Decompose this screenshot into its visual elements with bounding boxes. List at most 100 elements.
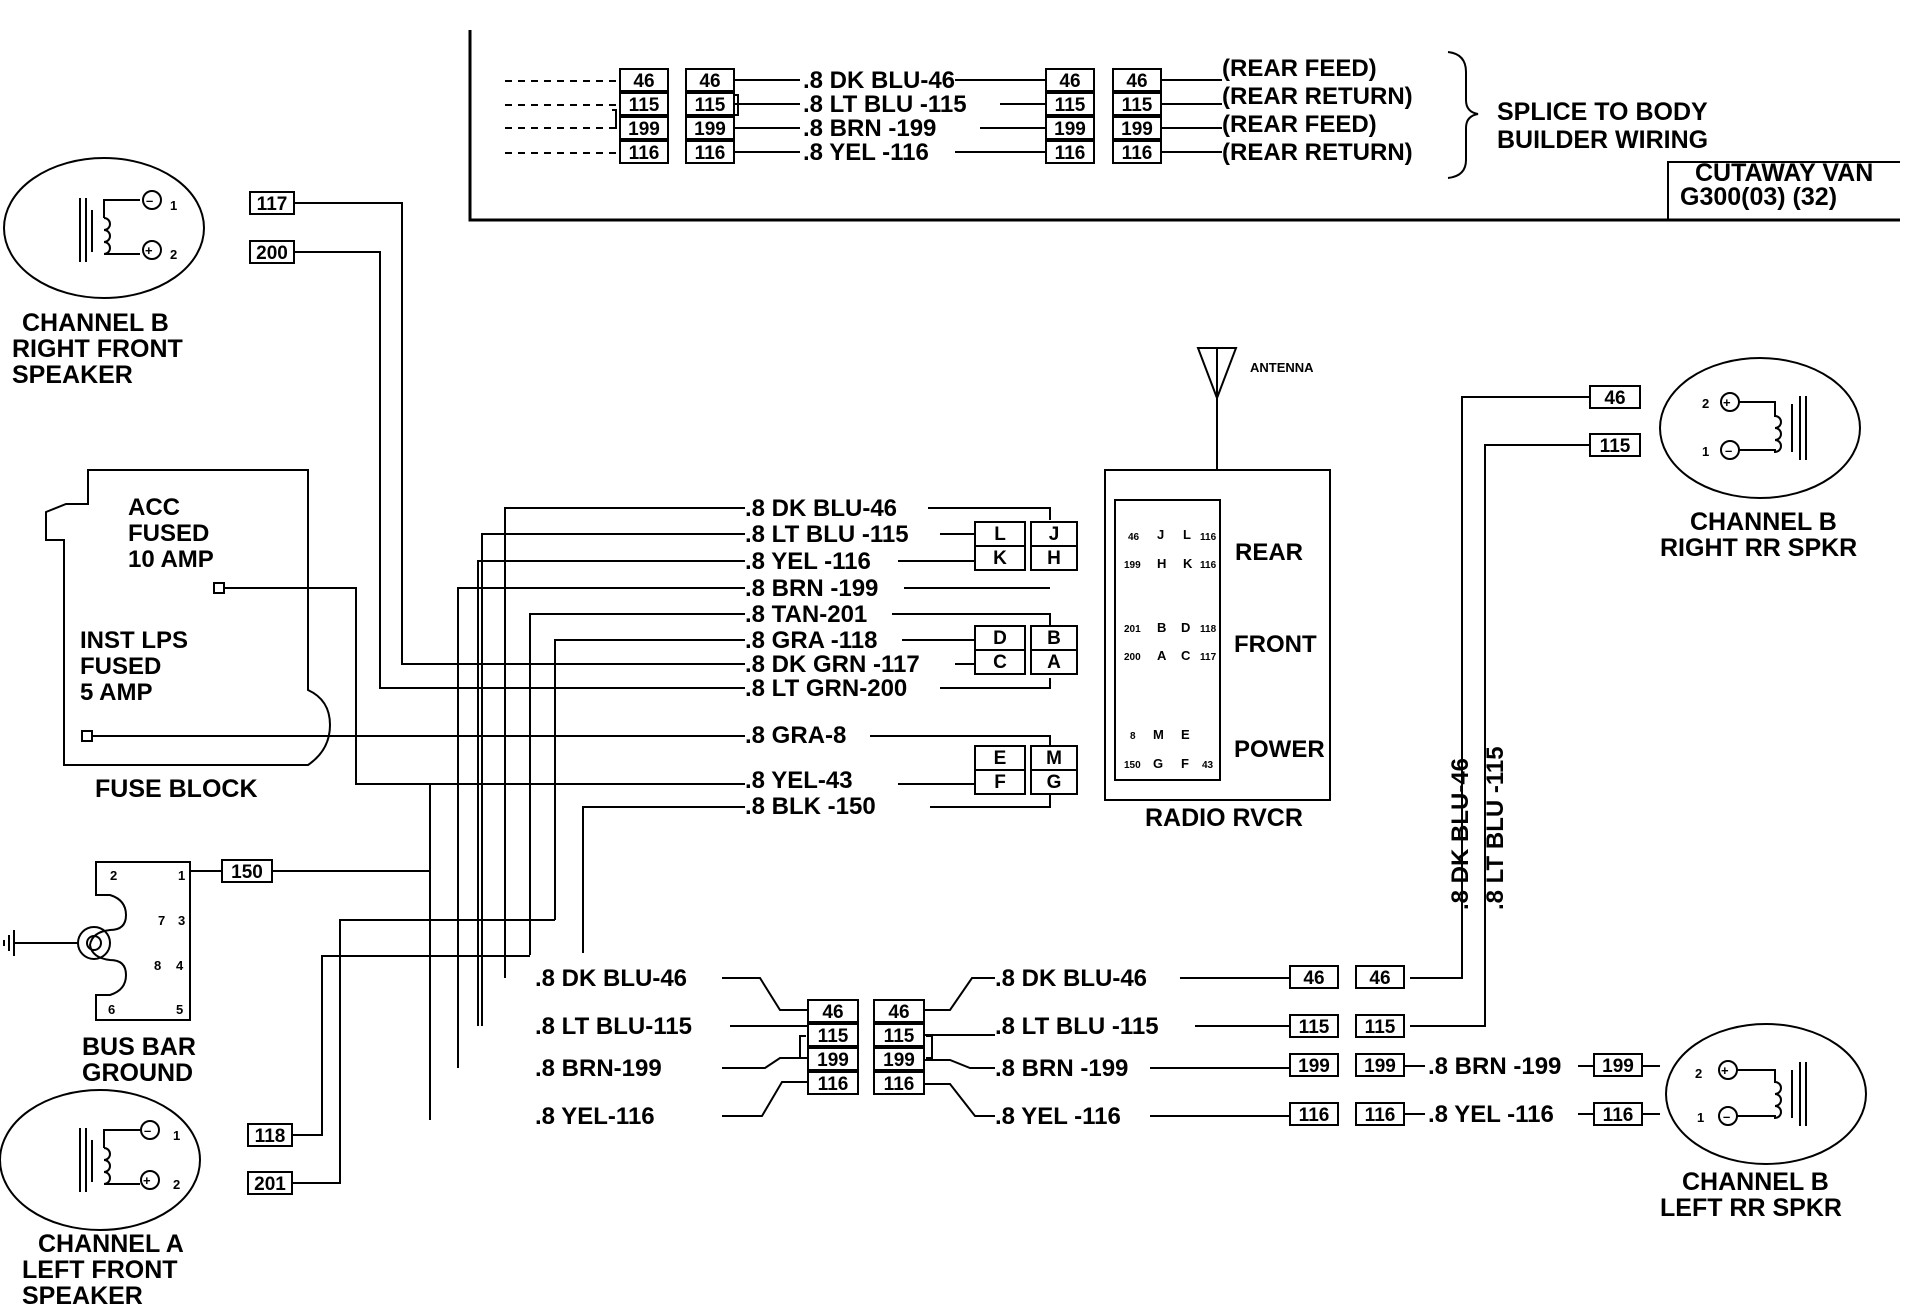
svg-text:46: 46 <box>699 71 720 92</box>
svg-text:F: F <box>994 772 1006 793</box>
svg-text:1: 1 <box>173 1128 180 1143</box>
svg-text:116: 116 <box>629 143 660 164</box>
svg-text:M: M <box>1153 727 1164 742</box>
speaker-rf-label-3: SPEAKER <box>12 361 133 389</box>
svg-text:1: 1 <box>170 198 177 213</box>
svg-text:115: 115 <box>1600 436 1631 457</box>
bus-bar-label-2: GROUND <box>82 1059 193 1087</box>
svg-text:46: 46 <box>1604 388 1625 409</box>
splice-text-1: SPLICE TO BODY <box>1497 98 1708 126</box>
inst-fuse-terminal <box>81 730 93 742</box>
svg-text:2: 2 <box>110 868 117 883</box>
svg-text:FUSED: FUSED <box>128 520 209 547</box>
svg-text:116: 116 <box>1299 1105 1330 1126</box>
svg-text:46: 46 <box>1059 71 1080 92</box>
svg-text:116: 116 <box>1200 560 1217 571</box>
top-note-46: (REAR FEED) <box>1222 55 1377 82</box>
svg-text:.8 BLK -150: .8 BLK -150 <box>745 793 876 820</box>
svg-text:116: 116 <box>1122 143 1153 164</box>
antenna-label: ANTENNA <box>1250 360 1314 375</box>
speaker-lr-magnet-icon <box>1791 1062 1807 1126</box>
svg-text:+: + <box>1721 1063 1729 1078</box>
speaker-left-front: – + 1 2 CHANNEL A LEFT FRONT SPEAKER <box>0 1089 201 1310</box>
svg-text:150: 150 <box>231 862 263 883</box>
svg-text:K: K <box>1183 556 1193 571</box>
svg-text:199: 199 <box>1121 119 1153 140</box>
svg-text:.8 GRA-8: .8 GRA-8 <box>745 722 846 749</box>
svg-text:118: 118 <box>1200 624 1217 635</box>
rr-vertical-wires <box>1410 396 1590 1027</box>
svg-text:2: 2 <box>170 247 177 262</box>
svg-text:150: 150 <box>1124 760 1141 771</box>
cutaway-label-2: G300(03) (32) <box>1680 183 1837 211</box>
radio-power-label: POWER <box>1234 736 1325 763</box>
svg-text:.8 LT GRN-200: .8 LT GRN-200 <box>745 675 907 702</box>
svg-text:H: H <box>1047 548 1061 569</box>
svg-text:6: 6 <box>108 1002 115 1017</box>
svg-text:118: 118 <box>255 1126 286 1147</box>
svg-text:–: – <box>1725 443 1732 458</box>
top-code-col-2: 46 115 199 116 <box>685 68 735 164</box>
speaker-rr-magnet-icon <box>1791 396 1807 460</box>
svg-text:L: L <box>994 524 1006 545</box>
svg-text:2: 2 <box>1695 1066 1702 1081</box>
svg-text:–: – <box>144 1123 151 1138</box>
svg-text:.8 BRN -199: .8 BRN -199 <box>995 1055 1128 1082</box>
radio-rear-connector: L J K H <box>974 521 1078 571</box>
top-note-115: (REAR RETURN) <box>1222 83 1413 110</box>
svg-text:.8 GRA -118: .8 GRA -118 <box>745 627 878 654</box>
svg-text:D: D <box>993 628 1007 649</box>
top-dashed-leaders <box>505 80 620 154</box>
svg-text:.8 YEL -116: .8 YEL -116 <box>1428 1101 1554 1128</box>
svg-text:L: L <box>1183 527 1191 542</box>
svg-text:.8 BRN -199: .8 BRN -199 <box>1428 1053 1561 1080</box>
svg-text:B: B <box>1047 628 1061 649</box>
svg-text:.8 DK GRN -117: .8 DK GRN -117 <box>745 651 920 678</box>
bus-bar-outline <box>88 861 191 1021</box>
svg-text:8: 8 <box>1130 731 1136 742</box>
radio-front-label: FRONT <box>1234 631 1317 658</box>
top-code-col-4: 46 115 199 116 <box>1112 68 1162 164</box>
speaker-lf-label-2: LEFT FRONT <box>22 1256 178 1284</box>
svg-text:G: G <box>1153 756 1163 771</box>
speaker-rf-coil-icon <box>103 199 140 255</box>
svg-text:2: 2 <box>1702 396 1709 411</box>
svg-text:+: + <box>143 1173 151 1188</box>
svg-text:.8 DK BLU-46: .8 DK BLU-46 <box>745 495 897 522</box>
svg-text:INST LPS: INST LPS <box>80 627 188 654</box>
svg-text:200: 200 <box>1124 652 1141 663</box>
top-wire-116: .8 YEL -116 <box>803 139 929 166</box>
svg-text:F: F <box>1181 756 1189 771</box>
antenna-icon <box>1196 347 1238 470</box>
top-wire-46: .8 DK BLU-46 <box>803 67 955 94</box>
svg-text:A: A <box>1157 648 1167 663</box>
svg-text:46: 46 <box>1303 968 1324 989</box>
svg-text:ACC: ACC <box>128 494 180 521</box>
svg-text:J: J <box>1049 524 1060 545</box>
top-wires-right <box>1161 79 1222 153</box>
svg-text:199: 199 <box>1602 1056 1634 1077</box>
svg-text:C: C <box>993 652 1007 673</box>
top-code-col-1: 46 115 199 116 <box>619 68 669 164</box>
bottom-codes-col-1: 46 115 199 116 <box>807 999 859 1095</box>
svg-text:5 AMP: 5 AMP <box>80 679 152 706</box>
fuse-block-outline <box>45 469 332 766</box>
ground-symbol-icon <box>3 930 78 956</box>
speaker-lr-label-2: LEFT RR SPKR <box>1660 1194 1842 1222</box>
svg-text:199: 199 <box>817 1050 849 1071</box>
svg-text:G: G <box>1047 772 1062 793</box>
radio-wire-labels: .8 DK BLU-46 .8 LT BLU -115 .8 YEL -116 … <box>745 495 920 820</box>
acc-fuse-terminal <box>213 582 225 594</box>
svg-text:A: A <box>1047 652 1061 673</box>
svg-text:1: 1 <box>1697 1110 1704 1125</box>
top-wire-199: .8 BRN -199 <box>803 115 936 142</box>
svg-text:B: B <box>1157 620 1166 635</box>
bottom-splice-section: .8 DK BLU-46 .8 LT BLU-115 .8 BRN-199 .8… <box>535 965 1660 1130</box>
radio-receiver: ANTENNA REAR FRONT POWER RADIO RVCR J L … <box>1104 347 1331 832</box>
bus-bar-label-1: BUS BAR <box>82 1033 196 1061</box>
speaker-right-front: – + 1 2 CHANNEL B RIGHT FRONT SPEAKER <box>3 157 205 389</box>
connector-rr-46-115: 46 115 <box>1589 385 1641 457</box>
svg-text:115: 115 <box>1122 95 1153 116</box>
svg-text:FUSED: FUSED <box>80 653 161 680</box>
speaker-rf-magnet-icon <box>79 198 93 262</box>
